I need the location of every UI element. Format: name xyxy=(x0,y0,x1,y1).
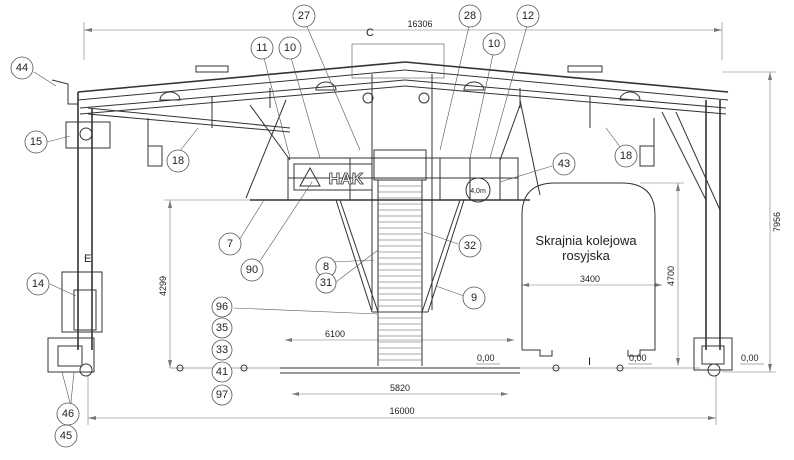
svg-text:27: 27 xyxy=(298,10,310,22)
callout-18-left: 18 xyxy=(166,149,190,173)
svg-text:28: 28 xyxy=(464,10,476,22)
dim-top-span: 16306 xyxy=(407,19,432,29)
left-column xyxy=(47,79,291,377)
callout-97: 97 xyxy=(211,384,233,406)
letter-e: E xyxy=(84,253,91,265)
gauge-label-line2: rosyjska xyxy=(562,248,610,263)
svg-text:32: 32 xyxy=(464,240,476,252)
svg-text:41: 41 xyxy=(216,366,228,378)
dim-platform-lower: 5820 xyxy=(390,383,410,393)
ground xyxy=(170,363,764,374)
svg-text:35: 35 xyxy=(216,322,228,334)
svg-text:18: 18 xyxy=(620,150,632,162)
callout-18-right: 18 xyxy=(614,144,638,168)
svg-text:11: 11 xyxy=(256,42,267,54)
svg-text:15: 15 xyxy=(30,136,42,148)
callout-41: 41 xyxy=(211,361,233,383)
callout-96: 96 xyxy=(211,296,233,318)
callout-12: 12 xyxy=(516,4,540,28)
callout-43: 43 xyxy=(552,152,576,176)
hoist-label: 4,0m xyxy=(470,188,486,195)
dim-height-left: 4299 xyxy=(158,276,168,296)
svg-text:96: 96 xyxy=(216,301,228,313)
svg-text:10: 10 xyxy=(488,38,500,50)
callout-45: 45 xyxy=(54,424,78,448)
stairs xyxy=(335,149,465,366)
callout-32: 32 xyxy=(458,234,482,258)
callout-14: 14 xyxy=(26,272,50,296)
dim-bottom-span: 16000 xyxy=(389,406,414,416)
callout-28: 28 xyxy=(458,4,482,28)
svg-text:90: 90 xyxy=(246,264,258,276)
callout-leaders xyxy=(33,21,625,433)
svg-text:14: 14 xyxy=(32,278,44,290)
dim-platform-upper: 6100 xyxy=(325,329,345,339)
platform xyxy=(245,99,541,203)
svg-text:97: 97 xyxy=(216,389,228,401)
svg-text:8: 8 xyxy=(323,261,329,273)
svg-text:9: 9 xyxy=(471,292,477,304)
callout-35: 35 xyxy=(211,317,233,339)
callout-10-left: 10 xyxy=(278,36,302,60)
warning-triangle-icon xyxy=(299,166,321,187)
dimension-lines xyxy=(83,22,776,425)
svg-text:45: 45 xyxy=(60,430,72,442)
svg-text:33: 33 xyxy=(216,344,228,356)
callout-9: 9 xyxy=(462,286,486,310)
railway-gauge xyxy=(521,182,656,357)
roof-truss xyxy=(77,43,729,310)
letter-i: I xyxy=(588,356,591,368)
dim-gauge-width: 3400 xyxy=(580,274,600,284)
level-right: 0,00 xyxy=(629,353,647,363)
level-marks xyxy=(176,364,624,372)
dim-gauge-height: 4700 xyxy=(666,266,676,286)
callout-46: 46 xyxy=(56,402,80,426)
svg-text:44: 44 xyxy=(16,62,28,74)
callout-90: 90 xyxy=(240,258,264,282)
svg-text:46: 46 xyxy=(62,408,74,420)
sign-text: HAK xyxy=(329,171,364,188)
svg-text:10: 10 xyxy=(284,42,296,54)
dim-height-total: 7956 xyxy=(772,212,782,232)
callout-31: 31 xyxy=(315,272,337,294)
callout-44: 44 xyxy=(10,56,34,80)
callout-33: 33 xyxy=(211,339,233,361)
gauge-label-line1: Skrajnia kolejowa xyxy=(535,233,637,248)
svg-text:7: 7 xyxy=(227,238,233,250)
svg-text:12: 12 xyxy=(522,10,534,22)
svg-text:18: 18 xyxy=(172,155,184,167)
callout-7: 7 xyxy=(218,232,242,256)
callout-11: 11 xyxy=(250,36,274,60)
callout-15: 15 xyxy=(24,130,48,154)
callout-10-right: 10 xyxy=(482,32,506,56)
letter-c: C xyxy=(366,27,374,39)
svg-text:43: 43 xyxy=(558,158,570,170)
right-column xyxy=(639,100,733,377)
svg-text:31: 31 xyxy=(320,277,332,289)
callout-27: 27 xyxy=(292,4,316,28)
level-far-right: 0,00 xyxy=(741,353,759,363)
level-mid: 0,00 xyxy=(477,353,495,363)
